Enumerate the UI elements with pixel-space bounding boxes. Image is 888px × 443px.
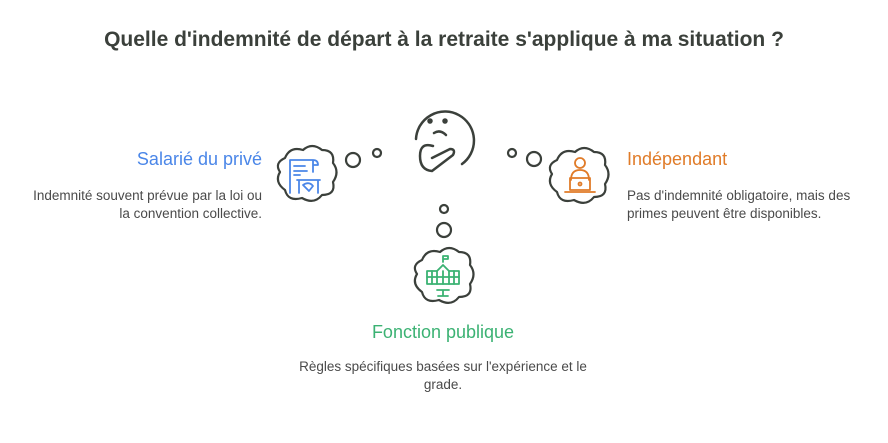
option-heading-salarie: Salarié du privé bbox=[136, 149, 262, 169]
thought-bubbles bbox=[344, 147, 543, 239]
contract-handshake-icon bbox=[289, 159, 321, 194]
cloud-bottom bbox=[413, 246, 475, 304]
page-title: Quelle d'indemnité de départ à la retrai… bbox=[104, 28, 784, 51]
thinking-face-icon bbox=[414, 110, 476, 173]
government-building-icon bbox=[426, 255, 460, 297]
option-heading-independant: Indépendant bbox=[627, 149, 728, 169]
cloud-right bbox=[548, 146, 610, 204]
person-laptop-icon bbox=[564, 157, 596, 193]
option-body-fonction-publique: Règles spécifiques basées sur l'expérien… bbox=[299, 359, 587, 392]
option-heading-fonction-publique: Fonction publique bbox=[371, 322, 515, 342]
cloud-left bbox=[276, 144, 338, 202]
option-body-independant: Pas d'indemnité obligatoire, mais des pr… bbox=[627, 188, 851, 221]
option-body-salarie: Indemnité souvent prévue par la loi ou l… bbox=[33, 188, 262, 221]
